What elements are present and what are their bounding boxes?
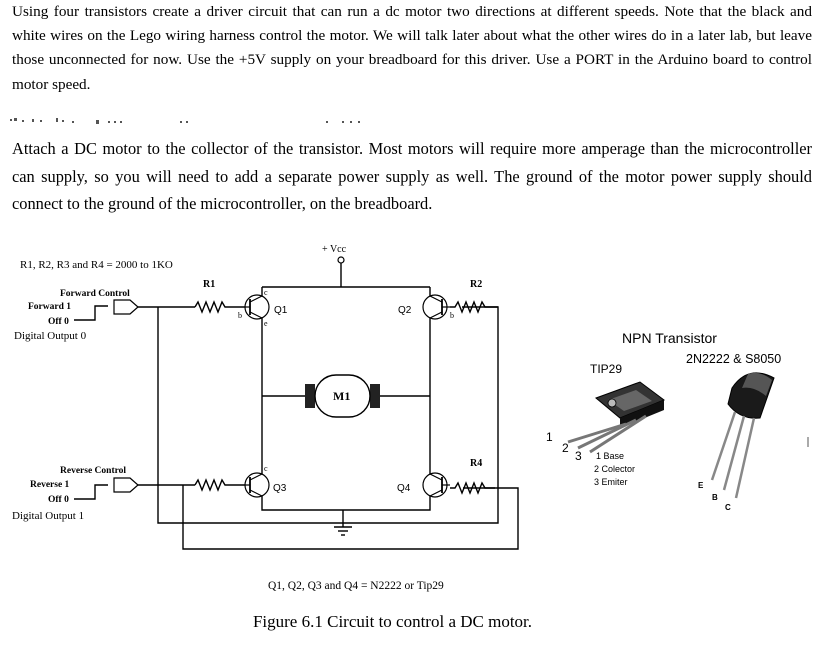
circuit-figure: R1, R2, R3 and R4 = 2000 to 1KO Forward …: [12, 244, 809, 592]
figure-caption: Figure 6.1 Circuit to control a DC motor…: [252, 612, 533, 631]
motor-attachment-paragraph: Attach a DC motor to the collector of th…: [12, 139, 812, 214]
vcc-label: + Vcc: [322, 244, 347, 255]
q1-emitter-pin: e: [264, 319, 268, 328]
to92-package-icon: [710, 372, 775, 499]
q2-label: Q2: [398, 305, 412, 316]
motor-symbol: [305, 374, 380, 418]
q1-transistor: [244, 294, 270, 320]
npn-transistor-title: NPN Transistor: [622, 330, 717, 346]
to92-leg-c: C: [725, 503, 731, 512]
r2-resistor: [450, 300, 498, 314]
reverse-1-label: Reverse 1: [30, 480, 70, 490]
pin-list-emitter: 3 Emiter: [594, 477, 628, 487]
r2-label: R2: [470, 279, 482, 290]
q1-label: Q1: [274, 305, 288, 316]
q3-label: Q3: [273, 483, 287, 494]
digital-output-1-label: Digital Output 1: [12, 510, 84, 522]
reverse-buffer-icon: [113, 477, 139, 493]
q4-transistor: [422, 472, 450, 498]
motor-label: M1: [333, 389, 350, 403]
transistor-note: Q1, Q2, Q3 and Q4 = N2222 or Tip29: [268, 580, 444, 592]
q3-collector-pin: c: [264, 464, 268, 473]
q4-label: Q4: [397, 483, 411, 494]
vcc-terminal: [337, 256, 345, 264]
small-npn-label: 2N2222 & S8050: [686, 352, 781, 366]
resistor-note: R1, R2, R3 and R4 = 2000 to 1KO: [20, 259, 173, 271]
faint-text-artifact: [10, 118, 360, 124]
r1-label: R1: [203, 279, 215, 290]
q2-base-pin: b: [450, 311, 454, 320]
reverse-control-label: Reverse Control: [60, 466, 126, 476]
q3-transistor: [244, 472, 270, 498]
tip29-pin-2: 2: [562, 441, 569, 455]
forward-control-label: Forward Control: [60, 289, 130, 299]
pin-list-collector: 2 Colector: [594, 464, 635, 474]
instructions-paragraph: Using four transistors create a driver c…: [12, 3, 812, 93]
off-0-top-label: Off 0: [48, 317, 69, 327]
tip29-pin-1: 1: [546, 430, 553, 444]
tip29-package-icon: [567, 381, 666, 454]
digital-output-0-label: Digital Output 0: [14, 330, 87, 342]
tip29-label: TIP29: [590, 362, 622, 376]
q2-transistor: [422, 294, 450, 320]
forward-1-label: Forward 1: [28, 302, 71, 312]
forward-buffer-icon: [113, 299, 139, 315]
off-0-bottom-label: Off 0: [48, 495, 69, 505]
to92-leg-e: E: [698, 481, 704, 490]
ground-icon: [334, 526, 352, 536]
r3-resistor: [194, 478, 245, 492]
to92-leg-b: B: [712, 493, 718, 502]
forward-switch-symbol: [74, 305, 108, 321]
reverse-switch-symbol: [74, 484, 108, 500]
r4-resistor: [450, 481, 495, 495]
q1-collector-pin: c: [264, 288, 268, 297]
r4-label: R4: [470, 458, 482, 469]
r1-resistor: [194, 300, 245, 314]
pin-list-base: 1 Base: [596, 451, 624, 461]
bottom-rail: [261, 496, 431, 511]
q1-base-pin: b: [238, 311, 242, 320]
tip29-pin-3: 3: [575, 449, 582, 463]
forward-to-q4-wire: [157, 307, 519, 550]
